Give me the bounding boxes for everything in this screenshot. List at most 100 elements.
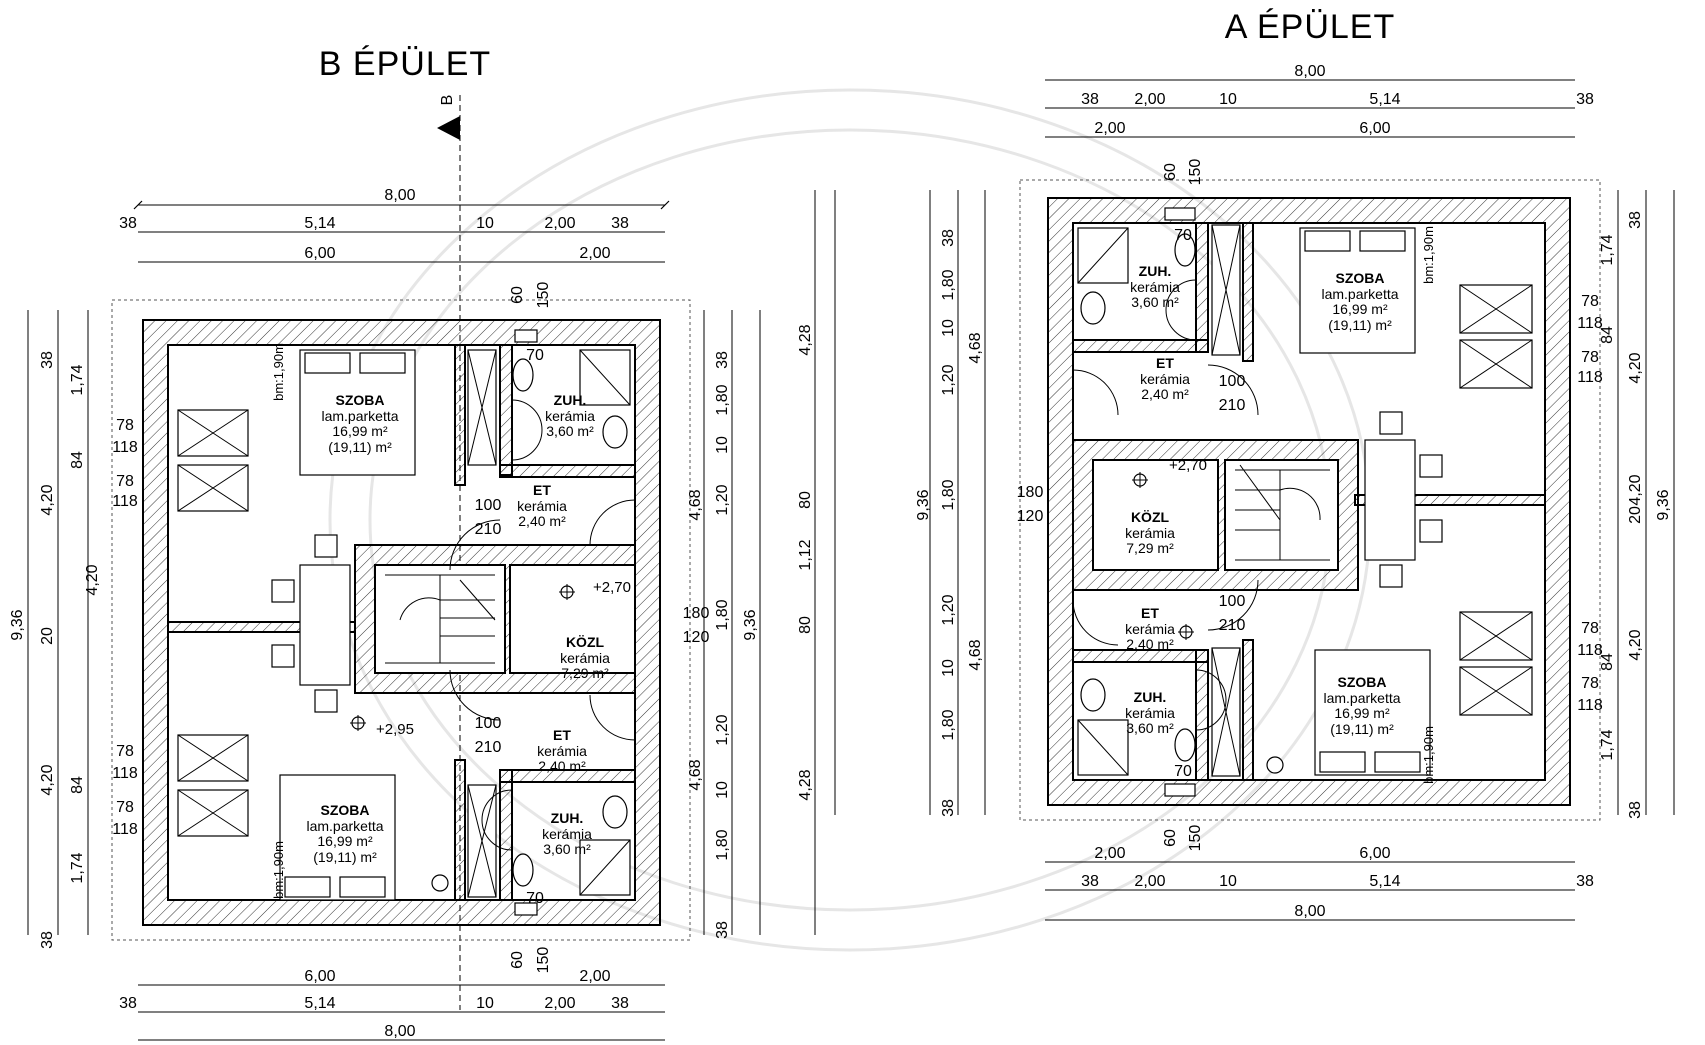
room-area: 16,99 m² xyxy=(1332,301,1388,317)
svg-text:10: 10 xyxy=(1219,91,1237,108)
room-floor: lam.parketta xyxy=(321,408,398,424)
room-area: 2,40 m² xyxy=(1126,636,1174,652)
room-area: 3,60 m² xyxy=(546,423,594,439)
bed-b-bottom xyxy=(279,774,396,901)
svg-text:1,74: 1,74 xyxy=(1599,729,1616,760)
svg-text:2,00: 2,00 xyxy=(1134,91,1165,108)
section-arrow-b-icon xyxy=(437,116,460,140)
svg-text:78: 78 xyxy=(1581,293,1599,310)
bed-a-top xyxy=(1299,227,1416,354)
svg-text:78: 78 xyxy=(116,743,134,760)
room-floor: kerámia xyxy=(1125,705,1175,721)
room-szoba-a-bottom: SZOBA lam.parketta 16,99 m² (19,11) m² b… xyxy=(1323,674,1436,784)
svg-text:118: 118 xyxy=(112,493,138,510)
svg-text:2,00: 2,00 xyxy=(579,968,610,985)
ceiling-height: bm:1,90m xyxy=(1421,226,1436,284)
windows-a xyxy=(1164,207,1533,797)
svg-text:2,00: 2,00 xyxy=(544,995,575,1012)
svg-text:4,28: 4,28 xyxy=(797,324,814,355)
room-szoba-b-bottom: SZOBA lam.parketta 16,99 m² (19,11) m² b… xyxy=(271,802,384,899)
wall-closet-bottom-b xyxy=(454,759,466,901)
dimensions-b-right: 4,68 4,68 38 1,80 10 1,20 1,80 1,20 10 1… xyxy=(687,190,816,939)
svg-text:70: 70 xyxy=(526,347,544,364)
svg-text:210: 210 xyxy=(475,521,502,538)
opening-labels-b: 70 70 100 210 100 210 180 120 78 118 78 … xyxy=(112,347,709,907)
roof-outline-b xyxy=(111,299,691,941)
svg-text:180: 180 xyxy=(1017,484,1044,501)
corridor-floor-b xyxy=(509,564,636,674)
svg-text:20: 20 xyxy=(1627,506,1644,524)
svg-text:2,00: 2,00 xyxy=(1134,873,1165,890)
svg-text:8,00: 8,00 xyxy=(1294,903,1325,920)
svg-text:38: 38 xyxy=(1576,91,1594,108)
level-b-landing: +2,70 xyxy=(593,579,631,596)
ceiling-height: bm:1,90m xyxy=(271,343,286,401)
table-a xyxy=(1364,411,1443,588)
room-area: 3,60 m² xyxy=(1131,294,1179,310)
room-floor: kerámia xyxy=(1130,279,1180,295)
svg-text:2,00: 2,00 xyxy=(579,245,610,262)
dimensions-a-left: 9,36 38 1,80 10 1,20 1,80 1,20 10 1,80 3… xyxy=(834,190,986,817)
svg-text:1,20: 1,20 xyxy=(714,484,731,515)
svg-text:6,00: 6,00 xyxy=(1359,120,1390,137)
wall-closet-bottom-a xyxy=(1242,639,1254,781)
level-markers-b xyxy=(350,584,575,731)
room-area: 3,60 m² xyxy=(1126,720,1174,736)
building-b: B ÉPÜLET B xyxy=(9,45,816,1041)
svg-text:9,36: 9,36 xyxy=(1655,489,1672,520)
svg-text:10: 10 xyxy=(940,659,957,677)
svg-text:6,00: 6,00 xyxy=(1359,845,1390,862)
svg-text:10: 10 xyxy=(714,436,731,454)
svg-text:78: 78 xyxy=(116,799,134,816)
wall-closet-top-a xyxy=(1242,222,1254,362)
svg-text:100: 100 xyxy=(475,497,502,514)
room-floor: kerámia xyxy=(542,826,592,842)
svg-text:118: 118 xyxy=(1577,369,1603,386)
room-area: 16,99 m² xyxy=(332,423,388,439)
svg-text:80: 80 xyxy=(797,491,814,509)
svg-text:5,14: 5,14 xyxy=(1369,873,1400,890)
svg-text:100: 100 xyxy=(1219,373,1246,390)
room-et-a-bottom: ET kerámia 2,40 m² xyxy=(1125,605,1175,652)
svg-text:4,20: 4,20 xyxy=(39,484,56,515)
svg-text:4,68: 4,68 xyxy=(967,639,984,670)
room-name: KÖZL xyxy=(566,634,605,650)
room-name: ET xyxy=(1156,355,1174,371)
svg-text:84: 84 xyxy=(69,776,86,794)
dimensions-b-bottom: 6,00 2,00 38 5,14 10 2,00 38 8,00 60 150 xyxy=(119,947,665,1041)
svg-text:4,68: 4,68 xyxy=(687,759,704,790)
room-name: SZOBA xyxy=(336,392,385,408)
svg-text:1,74: 1,74 xyxy=(69,852,86,883)
svg-text:38: 38 xyxy=(1081,91,1099,108)
svg-text:210: 210 xyxy=(475,739,502,756)
room-floor: kerámia xyxy=(1125,525,1175,541)
svg-text:1,80: 1,80 xyxy=(940,709,957,740)
wall-et-top-b xyxy=(499,464,636,478)
room-name: ZUH. xyxy=(1139,263,1172,279)
svg-text:100: 100 xyxy=(475,715,502,732)
svg-text:38: 38 xyxy=(1576,873,1594,890)
room-floor: lam.parketta xyxy=(1321,286,1398,302)
svg-text:118: 118 xyxy=(112,439,138,456)
room-floor: lam.parketta xyxy=(1323,690,1400,706)
table-b xyxy=(271,534,351,713)
room-floor: kerámia xyxy=(517,498,567,514)
level-b-upper: +2,95 xyxy=(376,721,414,738)
svg-text:8,00: 8,00 xyxy=(384,187,415,204)
windows-b xyxy=(177,329,538,916)
room-floor: lam.parketta xyxy=(306,818,383,834)
opening-labels-a: 70 70 100 210 100 210 180 120 78 118 78 … xyxy=(1017,227,1603,780)
svg-text:4,20: 4,20 xyxy=(39,764,56,795)
dimensions-a-bottom: 2,00 6,00 38 2,00 10 5,14 38 8,00 60 150 xyxy=(1045,825,1594,921)
room-zuh-b-top: ZUH. kerámia 3,60 m² xyxy=(545,392,595,439)
svg-text:4,28: 4,28 xyxy=(797,769,814,800)
svg-text:210: 210 xyxy=(1219,617,1246,634)
svg-text:10: 10 xyxy=(714,781,731,799)
svg-text:70: 70 xyxy=(1174,227,1192,244)
room-zuh-a-bottom: ZUH. kerámia 3,60 m² xyxy=(1125,689,1175,736)
room-name: KÖZL xyxy=(1131,509,1170,525)
room-area-gross: (19,11) m² xyxy=(1330,721,1394,737)
building-a: A ÉPÜLET xyxy=(834,8,1675,921)
ceiling-height: bm:1,90m xyxy=(271,841,286,899)
